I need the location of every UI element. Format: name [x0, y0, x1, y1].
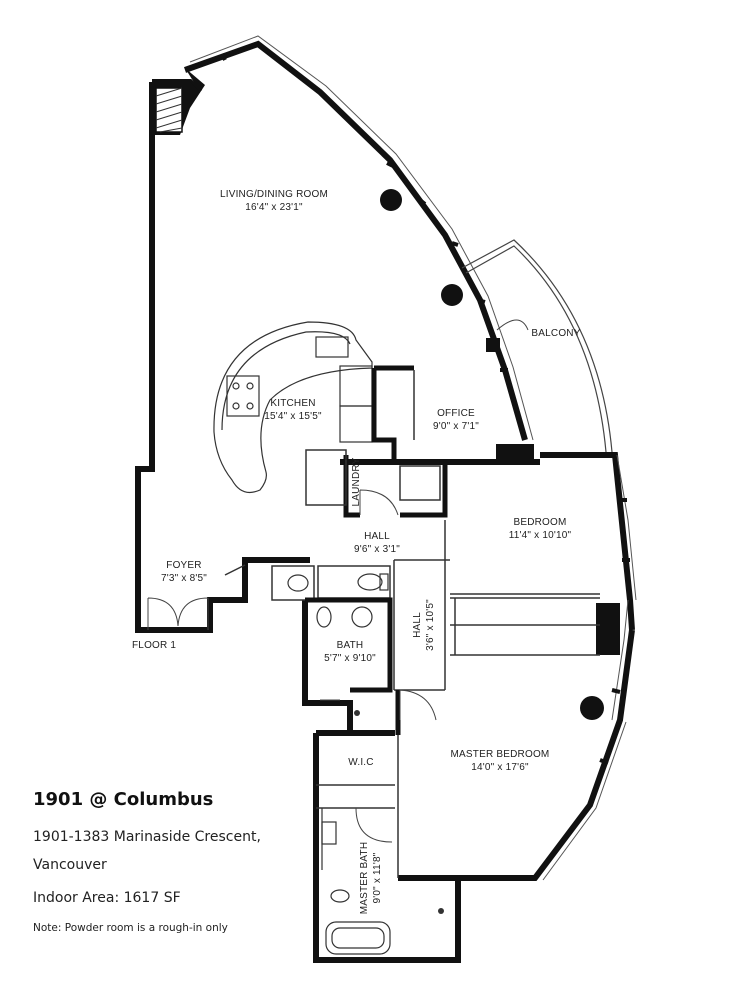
door-swings [147, 489, 437, 843]
room-name-foyer: FOYER [166, 560, 201, 571]
room-dims-living: 16'4" x 23'1" [245, 202, 303, 213]
room-labels: LIVING/DINING ROOM 16'4" x 23'1" KITCHEN… [132, 189, 581, 914]
room-dims-master: 14'0" x 17'6" [471, 762, 529, 773]
room-name-hall: HALL [364, 531, 390, 542]
room-dims-office: 9'0" x 7'1" [433, 421, 479, 432]
plumbing-fixtures [287, 573, 391, 955]
address-line-2: Vancouver [33, 857, 107, 873]
floor-label: FLOOR 1 [132, 640, 176, 651]
room-name-bedroom: BEDROOM [513, 517, 566, 528]
window-glazing [189, 35, 637, 881]
powder-room-note: Note: Powder room is a rough-in only [33, 922, 228, 934]
listing-title: 1901 @ Columbus [33, 789, 214, 810]
room-dims-bedroom: 11'4" x 10'10" [509, 530, 572, 541]
structural-columns [380, 189, 620, 720]
room-name-living: LIVING/DINING ROOM [220, 189, 328, 200]
room-name-masterbath: MASTER BATH [359, 842, 370, 915]
fireplace [152, 68, 205, 135]
room-dims-masterbath: 9'0" x 11'8" [372, 852, 383, 903]
room-dims-bath: 5'7" x 9'10" [324, 653, 376, 664]
small-fixtures [354, 710, 444, 914]
room-name-wic: W.I.C [348, 757, 373, 768]
indoor-area: Indoor Area: 1617 SF [33, 890, 181, 906]
kitchen-counter [213, 321, 373, 493]
room-name-kitchen: KITCHEN [270, 398, 315, 409]
exterior-walls [135, 40, 635, 963]
room-name-bath: BATH [337, 640, 364, 651]
room-name-balcony: BALCONY [531, 328, 580, 339]
address-line-1: 1901-1383 Marinaside Crescent, [33, 829, 261, 845]
room-name-master: MASTER BEDROOM [451, 749, 550, 760]
room-dims-kitchen: 15'4" x 15'5" [264, 411, 322, 422]
room-dims-hall: 9'6" x 3'1" [354, 544, 400, 555]
bath-walls [305, 597, 401, 735]
window-mullions [220, 53, 630, 765]
room-name-hall2: HALL [412, 612, 423, 638]
interior-walls-thin [224, 370, 600, 878]
balcony-outline [461, 239, 613, 453]
room-dims-hall2: 3'6" x 10'5" [425, 599, 436, 651]
room-name-office: OFFICE [437, 408, 475, 419]
room-name-laundry: LAUNDRY [351, 457, 362, 506]
room-dims-foyer: 7'3" x 8'5" [161, 573, 207, 584]
